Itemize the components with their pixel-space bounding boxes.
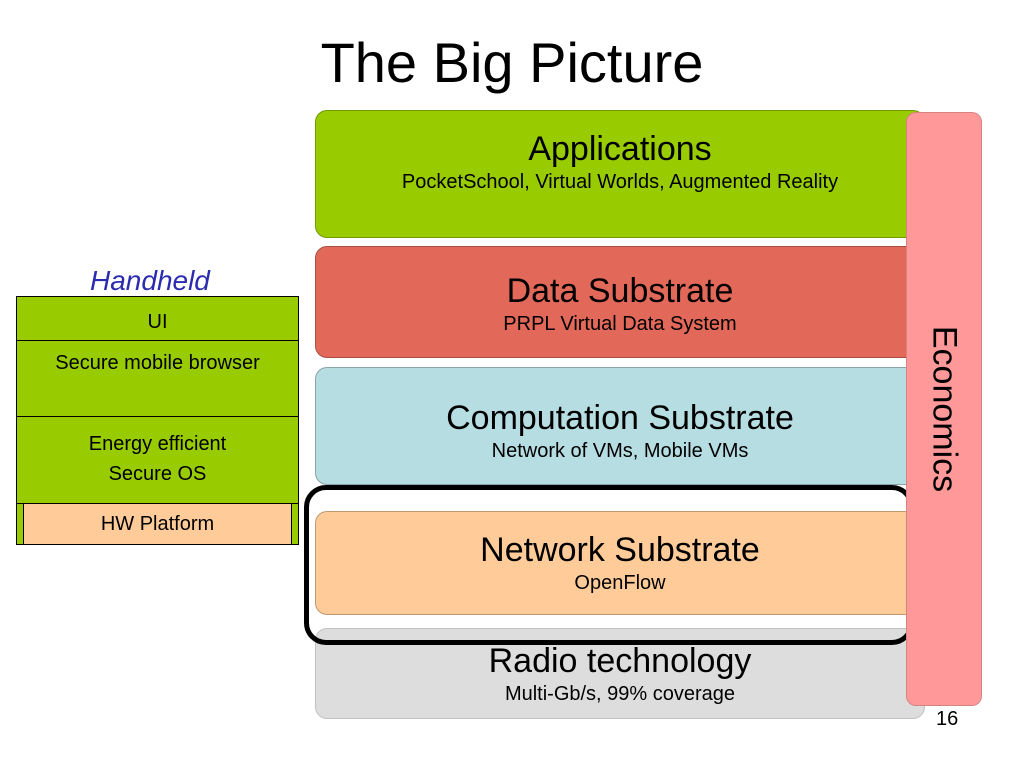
applications-layer: Applications PocketSchool, Virtual World… <box>315 110 925 238</box>
data-substrate-layer: Data Substrate PRPL Virtual Data System <box>315 246 925 358</box>
economics-label: Economics <box>925 325 964 493</box>
network-title: Network Substrate <box>480 531 760 569</box>
computation-subtitle: Network of VMs, Mobile VMs <box>491 440 749 462</box>
handheld-ui-box: UI <box>16 296 299 341</box>
applications-title: Applications <box>528 130 712 168</box>
radio-title: Radio technology <box>488 642 752 680</box>
handheld-label: Handheld <box>90 265 210 296</box>
applications-subtitle: PocketSchool, Virtual Worlds, Augmented … <box>401 171 839 193</box>
page-number: 16 <box>936 708 959 730</box>
slide-title: The Big Picture <box>320 31 704 94</box>
data-subtitle: PRPL Virtual Data System <box>503 313 737 335</box>
network-highlight-frame <box>304 485 914 645</box>
network-subtitle: OpenFlow <box>574 572 666 594</box>
computation-title: Computation Substrate <box>446 399 794 437</box>
radio-subtitle: Multi-Gb/s, 99% coverage <box>504 683 736 705</box>
handheld-hw-row: HW Platform <box>16 503 299 545</box>
handheld-browser-box: Secure mobile browser <box>16 340 299 417</box>
computation-substrate-layer: Computation Substrate Network of VMs, Mo… <box>315 367 925 485</box>
economics-bar: Economics <box>906 112 982 706</box>
handheld-os-line1: Energy efficient <box>88 433 227 455</box>
data-title: Data Substrate <box>506 272 734 310</box>
handheld-os-line2: Secure OS <box>108 463 207 485</box>
handheld-os-box: Energy efficient Secure OS <box>16 416 299 504</box>
handheld-hw-platform: HW Platform <box>23 504 292 544</box>
